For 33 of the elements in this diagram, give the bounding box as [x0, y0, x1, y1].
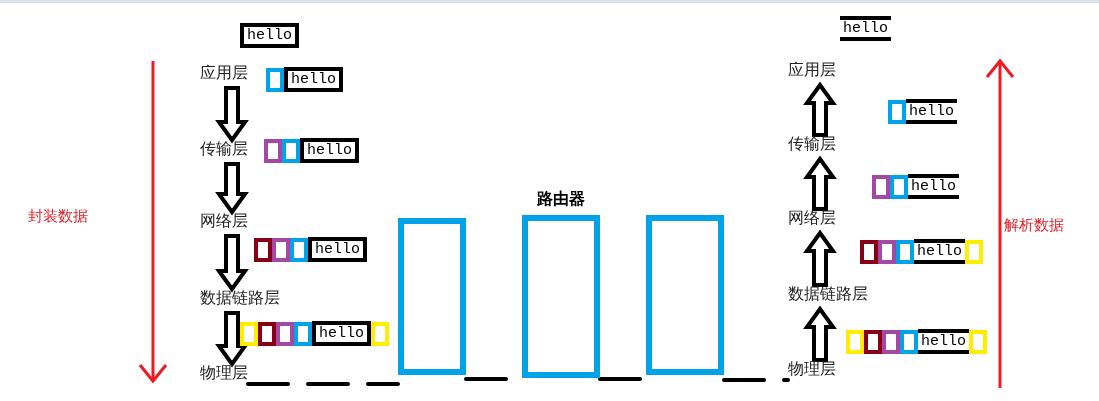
hollow-arrow — [803, 81, 837, 137]
payload-block: hello — [906, 99, 957, 124]
layer-label: 传输层 — [200, 139, 248, 159]
side-label: 封装数据 — [28, 207, 88, 226]
payload-block: hello — [308, 237, 367, 262]
payload-block: hello — [240, 23, 299, 48]
layer-label: 数据链路层 — [788, 284, 868, 304]
payload-block: hello — [300, 138, 359, 163]
layer-label: 物理层 — [200, 363, 248, 383]
layer-label: 数据链路层 — [200, 288, 280, 308]
layer-label: 物理层 — [788, 359, 836, 379]
layer-label: 网络层 — [200, 211, 248, 231]
cable-line — [722, 378, 790, 382]
payload-block: hello — [312, 321, 371, 346]
payload-block: hello — [914, 239, 965, 264]
hollow-arrow — [215, 311, 249, 368]
hollow-arrow — [215, 234, 249, 293]
payload-block: hello — [918, 329, 969, 354]
hollow-arrow — [215, 86, 249, 144]
hollow-arrow — [803, 305, 837, 362]
cable-line — [246, 382, 400, 386]
payload-block: hello — [284, 67, 343, 92]
layer-label: 传输层 — [788, 134, 836, 154]
layer-label: 应用层 — [200, 63, 248, 83]
layer-label: 网络层 — [788, 208, 836, 228]
hollow-arrow — [803, 155, 837, 211]
hollow-arrow — [215, 162, 249, 216]
payload-block: hello — [908, 174, 959, 199]
payload-block: hello — [840, 16, 891, 41]
layer-label: 应用层 — [788, 60, 836, 80]
side-label: 解析数据 — [1004, 216, 1064, 235]
router-label: 路由器 — [536, 189, 586, 209]
hollow-arrow — [803, 229, 837, 287]
